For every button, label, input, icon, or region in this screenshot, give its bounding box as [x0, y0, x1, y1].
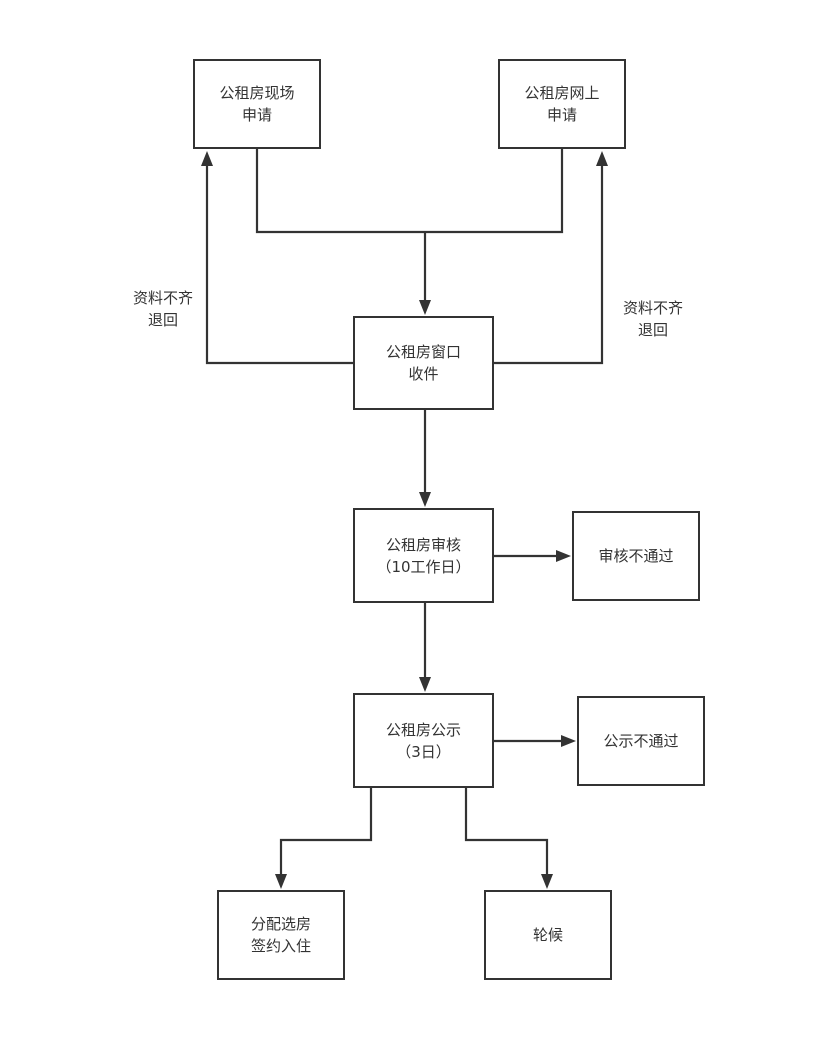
connector-online-to-merge: [425, 148, 564, 234]
node-online-apply-line2: 申请: [546, 106, 577, 124]
node-publicity-line1: 公租房公示: [385, 720, 461, 739]
edge-label-return-right: 资料不齐 退回: [606, 297, 700, 341]
edge-label-return-left-line2: 退回: [147, 311, 178, 329]
node-onsite-apply: 公租房现场 申请: [193, 59, 321, 149]
node-online-apply-line1: 公租房网上: [524, 84, 600, 102]
node-review: 公租房审核 （10工作日）: [353, 508, 494, 603]
edge-label-return-left: 资料不齐 退回: [116, 287, 210, 331]
arrowhead-return-online: [596, 151, 608, 166]
node-publicity-fail: 公示不通过: [577, 696, 705, 786]
node-allocate-line2: 签约入住: [250, 937, 311, 955]
node-allocate: 分配选房 签约入住: [217, 890, 345, 980]
connector-return-right: [493, 166, 604, 365]
node-window-receive: 公租房窗口 收件: [353, 316, 494, 410]
node-waiting: 轮候: [484, 890, 612, 980]
connector-publicity-to-allocate: [279, 787, 373, 874]
node-onsite-apply-line2: 申请: [241, 106, 272, 124]
node-online-apply: 公租房网上 申请: [498, 59, 626, 149]
node-review-line1: 公租房审核: [385, 535, 461, 554]
node-review-line2: （10工作日）: [376, 557, 471, 576]
node-publicity: 公租房公示 （3日）: [353, 693, 494, 788]
node-publicity-fail-line1: 公示不通过: [603, 732, 679, 750]
arrowhead-to-waiting: [541, 874, 553, 889]
node-onsite-apply-line1: 公租房现场: [219, 84, 295, 102]
arrowhead-to-publicity: [419, 677, 431, 692]
arrowhead-to-allocate: [275, 874, 287, 889]
edge-label-return-right-line1: 资料不齐: [622, 299, 683, 317]
node-allocate-line1: 分配选房: [250, 915, 311, 933]
arrowhead-to-review-fail: [556, 550, 571, 562]
connector-publicity-to-waiting: [464, 787, 549, 874]
connector-return-left: [205, 166, 354, 365]
connector-onsite-to-merge: [255, 148, 425, 234]
arrowhead-to-publicity-fail: [561, 735, 576, 747]
edge-label-return-left-line1: 资料不齐: [132, 289, 193, 307]
node-waiting-line1: 轮候: [532, 926, 563, 944]
arrowhead-return-onsite: [201, 151, 213, 166]
node-publicity-line2: （3日）: [396, 742, 451, 761]
edge-label-return-right-line2: 退回: [637, 321, 668, 339]
arrowhead-to-window: [419, 300, 431, 315]
node-review-fail: 审核不通过: [572, 511, 700, 601]
node-window-receive-line2: 收件: [408, 365, 439, 383]
arrowhead-to-review: [419, 492, 431, 507]
node-window-receive-line1: 公租房窗口: [385, 343, 461, 361]
node-review-fail-line1: 审核不通过: [598, 547, 674, 565]
